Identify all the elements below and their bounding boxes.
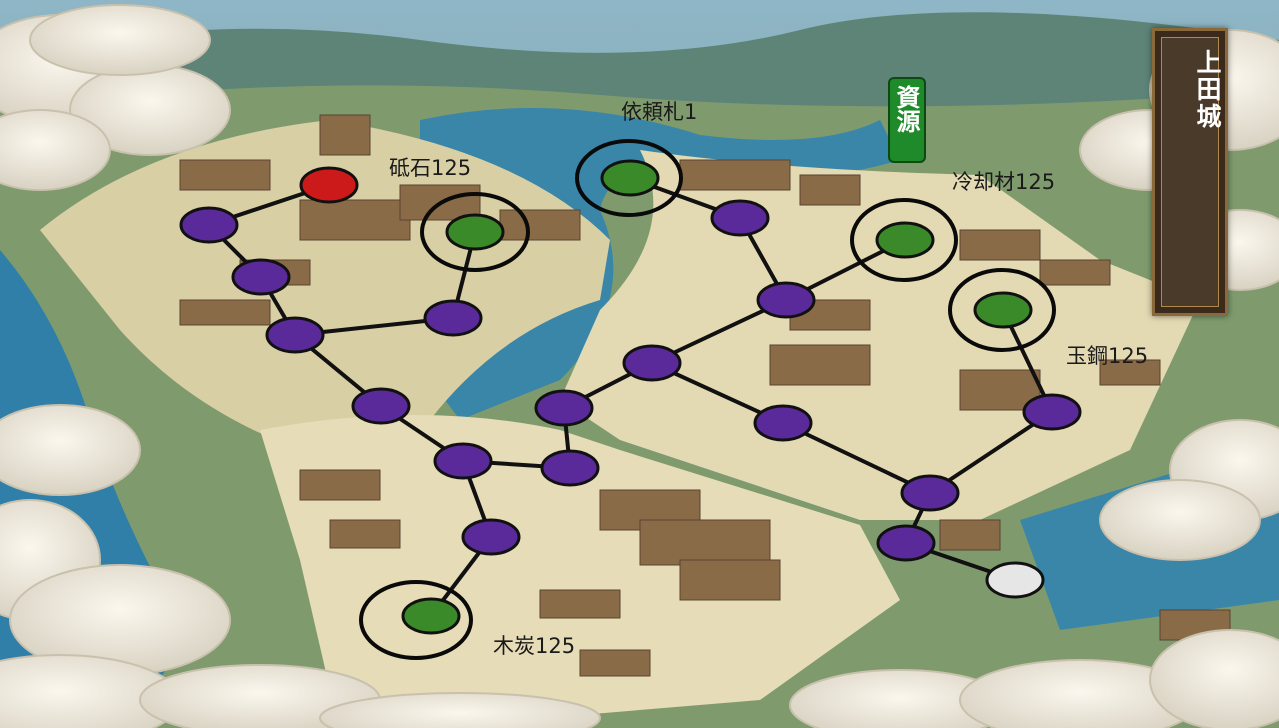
- map-node-normal-n6[interactable]: [433, 442, 493, 480]
- map-node-normal-n2[interactable]: [231, 258, 291, 296]
- label-mokutan: 木炭125: [493, 634, 576, 658]
- resource-badge: 資源: [888, 77, 926, 163]
- map-node-normal-n13[interactable]: [900, 474, 960, 512]
- center-river: [420, 108, 900, 420]
- label-reikyaku: 冷却材125: [952, 170, 1056, 194]
- resource-badge-text: 資源: [892, 85, 921, 133]
- map-node-start-n-red[interactable]: [299, 166, 359, 204]
- map-node-normal-n7[interactable]: [540, 449, 600, 487]
- map-node-normal-n10[interactable]: [756, 281, 816, 319]
- map-node-normal-n16[interactable]: [461, 518, 521, 556]
- castle-name-banner: 上田城: [1152, 28, 1228, 316]
- map-node-resource-g-reikyaku[interactable]: [875, 221, 935, 259]
- map-node-normal-n3[interactable]: [265, 316, 325, 354]
- map-node-normal-n11[interactable]: [710, 199, 770, 237]
- map-node-normal-n4[interactable]: [423, 299, 483, 337]
- label-toishi: 砥石125: [389, 156, 472, 180]
- map-node-normal-n15[interactable]: [876, 524, 936, 562]
- route-nodes: [179, 159, 1082, 635]
- label-tamahagane: 玉鋼125: [1066, 344, 1149, 368]
- map-node-resource-g-tamahagane[interactable]: [973, 291, 1033, 329]
- map-node-resource-g-mokutan[interactable]: [401, 597, 461, 635]
- map-node-normal-n1[interactable]: [179, 206, 239, 244]
- castle-name: 上田城: [1193, 49, 1222, 130]
- map-node-end-n-end[interactable]: [985, 561, 1045, 599]
- building-group: [179, 114, 1231, 677]
- map-node-normal-n8[interactable]: [534, 389, 594, 427]
- resource-rings: [359, 139, 1056, 660]
- map-node-normal-n14[interactable]: [1022, 393, 1082, 431]
- label-irai: 依頼札1: [621, 100, 698, 124]
- map-node-normal-n5[interactable]: [351, 387, 411, 425]
- sannomaru-ground: [260, 415, 900, 720]
- map-node-normal-n9[interactable]: [622, 344, 682, 382]
- banner-inner: [1161, 37, 1219, 307]
- map-node-normal-n12[interactable]: [753, 404, 813, 442]
- map-node-resource-g-irai[interactable]: [600, 159, 660, 197]
- map-node-resource-g-toishi[interactable]: [445, 213, 505, 251]
